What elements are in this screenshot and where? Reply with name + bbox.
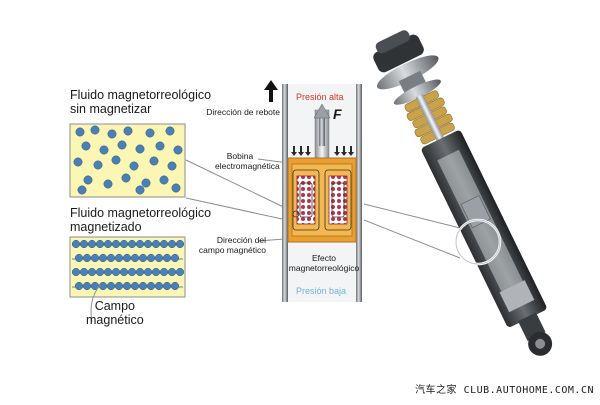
unmagnetized-fluid-label: Fluido magnetorreológico sin magnetizar [70, 88, 211, 117]
magnetic-field-label-line2: magnético [86, 313, 144, 328]
coil-label-line1: Bobina [226, 151, 254, 161]
magnetized-fluid-label-line2: magnetizado [70, 220, 142, 235]
magnetic-field-label-line1: Campo [94, 299, 135, 313]
unmagnetized-fluid-label-line2: sin magnetizar [70, 102, 152, 117]
field-direction-label-line2: campo magnético [198, 244, 266, 255]
force-symbol: F [333, 106, 342, 122]
watermark: 汽车之家 CLUB.AUTOHOME.COM.CN [415, 385, 594, 396]
flow-arrows [291, 146, 354, 156]
shock-absorber-illustration [373, 30, 553, 356]
leader-lines [185, 158, 461, 259]
field-direction-label: Dirección del campo magnético [190, 235, 266, 256]
coil-label-line2: electromagnética [215, 160, 280, 171]
damper-cylinder [282, 84, 362, 302]
mr-effect-label-line2: magnetorreológico [288, 262, 360, 273]
high-pressure-label: Presión alta [296, 92, 344, 102]
mr-effect-label-line1: Efecto [311, 253, 337, 263]
magnetized-fluid-label: Fluido magnetorreológico magnetizado [70, 206, 211, 235]
field-loops [292, 169, 352, 231]
coil-label: Bobina electromagnética [215, 151, 280, 172]
coil-right [328, 175, 348, 225]
force-arrow [313, 103, 331, 146]
chained-particles [71, 239, 185, 291]
rebound-direction-label: Dirección de rebote [206, 107, 280, 117]
rebound-arrow [264, 80, 278, 102]
unmagnetized-fluid-box [69, 123, 186, 198]
magnetic-field-label: Campo magnético [86, 299, 144, 328]
coil-left [296, 175, 316, 225]
free-particles [73, 125, 183, 195]
magnetized-fluid-box [69, 236, 186, 298]
magnetized-fluid-label-line1: Fluido magnetorreológico [70, 206, 212, 220]
field-pointer [90, 284, 101, 323]
field-direction-label-line1: Dirección del [216, 235, 266, 245]
low-pressure-label: Presión baja [296, 286, 347, 296]
unmagnetized-fluid-label-line1: Fluido magnetorreológico [70, 88, 212, 102]
mr-effect-label: Efecto magnetorreológico [282, 253, 366, 274]
field-direction-marker [292, 210, 300, 218]
